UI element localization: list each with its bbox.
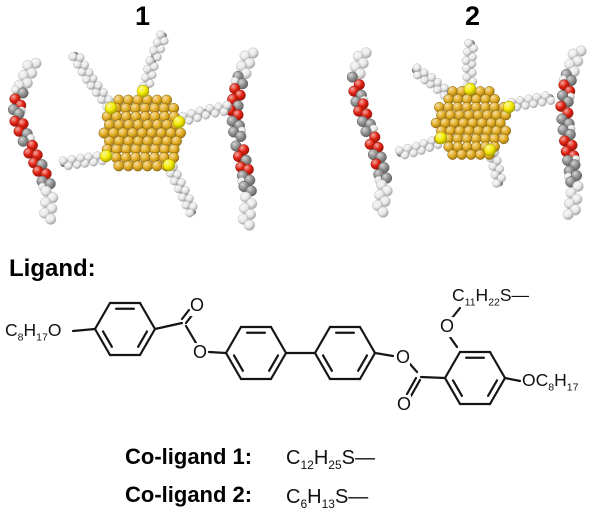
single-bonds bbox=[71, 306, 522, 383]
model-2-label: 2 bbox=[465, 1, 481, 31]
nanoparticle-model-1-alkyl-chain bbox=[58, 151, 107, 171]
nanoparticle-model-1 bbox=[7, 30, 259, 231]
nanoparticle-model-2-mesogen bbox=[555, 45, 587, 220]
co-ligand-2-label: Co-ligand 2: bbox=[125, 482, 253, 507]
nanoparticle-model-1-alkyl-chain bbox=[138, 30, 169, 91]
ester2-ether-oxygen-label: O bbox=[395, 347, 411, 368]
ligand-structure: C8H17O O O O O O C11H22S— OC8H17 bbox=[0, 280, 600, 450]
ligand-bonds-svg bbox=[71, 301, 522, 406]
nanoparticle-model-2-sulfur-atoms bbox=[434, 82, 516, 157]
co-ligand-1-label: Co-ligand 1: bbox=[125, 444, 253, 469]
nanoparticle-model-1-mesogen bbox=[225, 47, 259, 231]
formula-left-tail: C8H17O bbox=[4, 320, 63, 344]
nanoparticle-model-1-mesogen bbox=[7, 57, 59, 225]
nanoparticle-model-1-sulfur-atoms bbox=[99, 84, 186, 172]
nanoparticle-model-1-alkyl-chain bbox=[68, 51, 114, 112]
nanoparticle-model-1-alkyl-chain bbox=[165, 162, 198, 218]
nanoparticle-model-1-alkyl-chain bbox=[178, 100, 232, 125]
nanoparticle-model-1-gold-core bbox=[98, 94, 186, 172]
ester1-carbonyl-oxygen-label: O bbox=[189, 295, 205, 316]
nanoparticle-model-2-alkyl-chain bbox=[394, 136, 443, 160]
nanoparticle-models-svg bbox=[7, 30, 587, 231]
co-ligand-1-formula: C12H25S— bbox=[286, 447, 375, 472]
ligand-heading: Ligand: bbox=[9, 255, 96, 282]
nanoparticle-model-2-alkyl-chain bbox=[461, 38, 479, 91]
formula-thioalkyl-chain: C11H22S— bbox=[451, 285, 531, 309]
model-1-label: 1 bbox=[135, 1, 151, 31]
formula-right-tail: OC8H17 bbox=[521, 370, 580, 394]
nanoparticle-model-2-mesogen bbox=[346, 47, 393, 218]
co-ligand-2-formula: C6H13S— bbox=[286, 486, 369, 511]
nanoparticle-model-2 bbox=[346, 38, 587, 220]
benzene-rings bbox=[93, 301, 507, 406]
ester1-ether-oxygen-label: O bbox=[192, 342, 208, 363]
ring-ether-oxygen-label: O bbox=[439, 316, 455, 337]
nanoparticle-model-2-alkyl-chain bbox=[411, 63, 450, 100]
ester2-carbonyl-oxygen-label: O bbox=[396, 394, 412, 415]
double-bonds bbox=[180, 308, 422, 398]
